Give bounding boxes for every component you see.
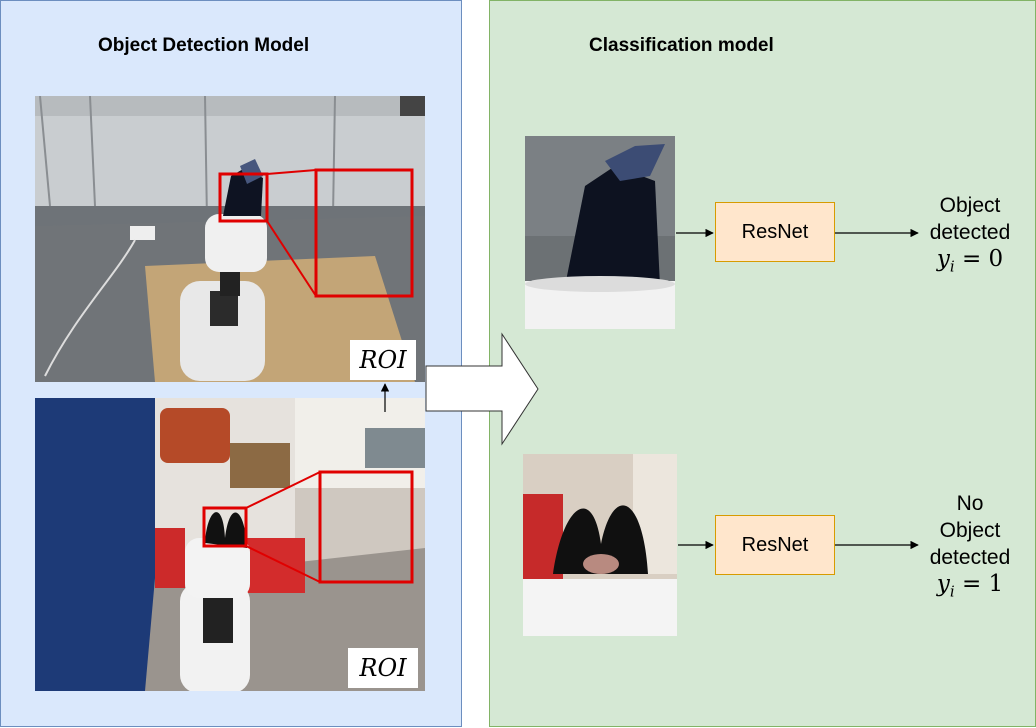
resnet-box-bottom: ResNet [715, 515, 835, 575]
detection-photo-top [35, 96, 425, 382]
classification-panel-title: Classification model [589, 35, 774, 56]
crop-object-present [525, 136, 675, 329]
crop-illustration-top [525, 136, 675, 329]
roi-box-top-zoom [314, 168, 414, 298]
result-equation-top: yi = 0 [936, 246, 1004, 276]
lab-scene-illustration [35, 96, 425, 382]
output-line: No [956, 492, 984, 515]
zoom-line [245, 545, 321, 583]
roi-box-bottom-small [202, 506, 248, 548]
output-label-bottom: No Object detected yi = 1 [915, 490, 1025, 606]
roi-label-bottom: ROI [348, 648, 418, 688]
room-scene-illustration [35, 398, 425, 691]
result-equation-bottom: yi = 1 [936, 571, 1004, 601]
zoom-line [245, 471, 321, 509]
block-arrow [425, 332, 539, 446]
resnet-box-top: ResNet [715, 202, 835, 262]
detection-panel-title: Object Detection Model [98, 35, 310, 56]
crop-object-absent [523, 454, 677, 636]
roi-label-top: ROI [350, 340, 416, 380]
output-line: detected [929, 546, 1011, 569]
detection-photo-bottom [35, 398, 425, 691]
crop-illustration-bottom [523, 454, 677, 636]
roi-box-bottom-zoom [318, 470, 414, 584]
output-line: Object [939, 194, 1001, 217]
zoom-line [266, 220, 317, 297]
output-line: Object [939, 519, 1001, 542]
output-label-top: Object detected yi = 0 [915, 192, 1025, 281]
zoom-line [266, 169, 317, 175]
roi-box-top-small [218, 172, 269, 223]
output-line: detected [929, 221, 1011, 244]
